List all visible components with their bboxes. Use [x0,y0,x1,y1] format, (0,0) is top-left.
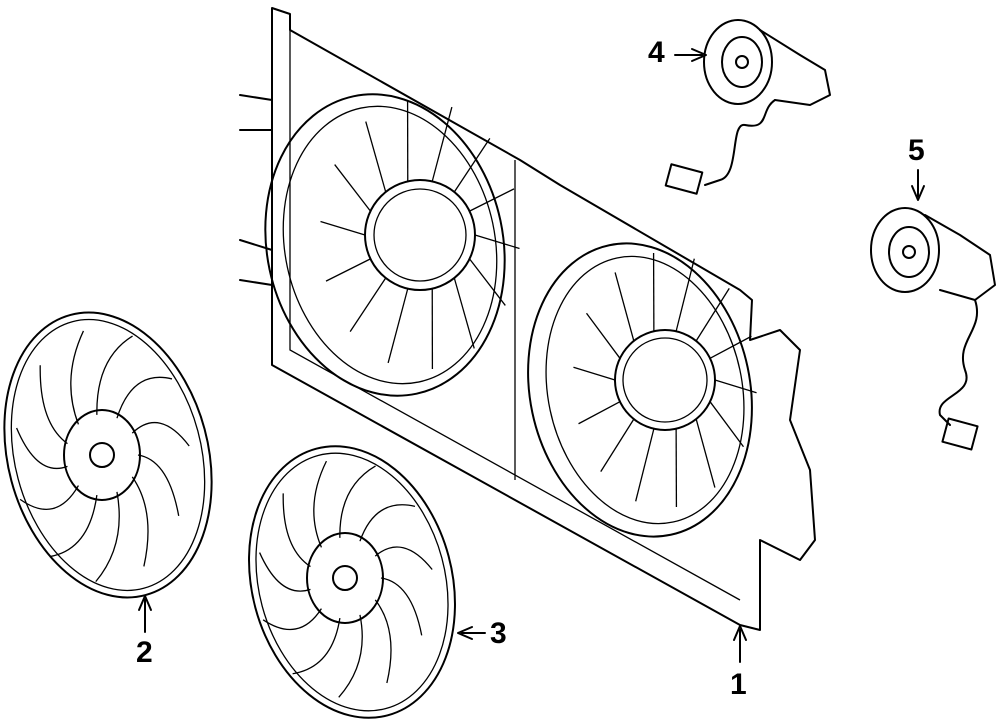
strut-line [469,258,506,306]
strut-line [675,258,695,332]
callout-4: 4 [648,36,665,69]
callout-5: 5 [908,134,925,167]
strut-line [320,220,366,236]
fan-motor-upper [664,19,831,195]
callout-arrows [138,48,925,663]
blade-line [70,330,85,425]
strut-line [635,428,655,502]
blade-line [16,427,68,470]
blade-line [380,577,423,636]
fan-blade-right [248,445,456,719]
blade-line [338,614,363,698]
strut-line [387,288,409,364]
strut-line [365,121,387,193]
blade-line [49,494,98,558]
blade-line [259,552,311,592]
strut-line [714,379,757,394]
blade-line [339,465,376,538]
blade-line [359,504,416,542]
strut-line [349,277,387,332]
blade-line [282,493,311,568]
strut-line [695,288,730,342]
blade-line [19,485,79,510]
blade-line [374,546,433,570]
blade-line [292,617,341,675]
blade-line [39,365,68,445]
blade-line [262,608,322,631]
strut-line [695,418,716,488]
strut-line [600,418,635,472]
fan-motor-lower [870,207,996,451]
strut-line [431,106,453,182]
strut-line [453,138,491,193]
blade-line [313,460,328,548]
strut-line [709,335,752,359]
blade-line [374,599,392,684]
strut-line [614,272,635,342]
strut-line [585,312,621,359]
blade-line [96,335,133,415]
blade-line [131,422,190,447]
strut-line [453,277,475,349]
callout-1: 1 [730,668,747,701]
strut-line [709,401,745,448]
fan-shroud [239,7,816,631]
callout-2: 2 [136,636,153,669]
blade-line [131,476,149,567]
strut-line [578,401,621,425]
blade-line [95,491,120,583]
blade-line [116,376,173,419]
blade-line [137,454,180,516]
strut-line [334,164,371,212]
strut-line [325,258,371,282]
strut-line [474,234,520,250]
callout-3: 3 [490,617,507,650]
fan-blade-left [3,311,213,599]
strut-line [469,188,515,212]
strut-line [573,366,616,381]
